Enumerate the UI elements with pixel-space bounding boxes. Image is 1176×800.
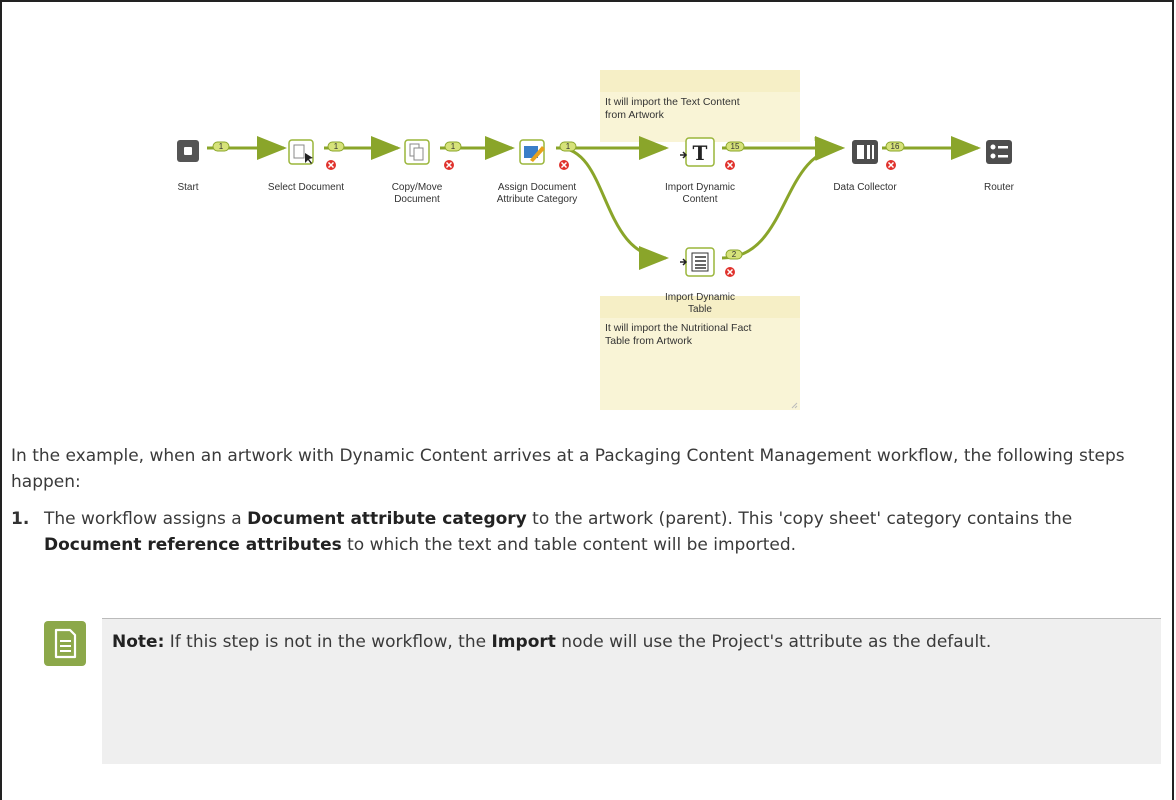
badge-count: 1 xyxy=(566,142,571,151)
node-label-select-document: Select Document xyxy=(267,182,345,193)
count-badge: 1 xyxy=(212,141,230,152)
node-label-data-collector: Data Collector xyxy=(833,182,897,193)
intro-paragraph: In the example, when an artwork with Dyn… xyxy=(11,446,1125,492)
sticky-line: Table from Artwork xyxy=(605,335,692,347)
label-line: Table xyxy=(688,304,712,315)
sticky-note-text: It will import the Nutritional Fact Tabl… xyxy=(600,318,800,352)
text-run: The workflow assigns a xyxy=(44,509,248,529)
sticky-note-text: It will import the Text Content from Art… xyxy=(600,92,800,126)
count-badge: 2 xyxy=(725,249,743,260)
note-label: Note: xyxy=(112,632,165,652)
count-badge: 16 xyxy=(885,141,905,152)
import-dynamic-table-node[interactable] xyxy=(680,247,715,277)
step-text: The workflow assigns a Document attribut… xyxy=(44,506,1154,558)
sticky-line: It will import the Nutritional Fact xyxy=(605,322,752,334)
assign-category-node[interactable] xyxy=(519,139,545,165)
start-node[interactable] xyxy=(177,140,199,162)
badge-count: 16 xyxy=(891,142,900,151)
workflow-canvas: T xyxy=(177,136,1012,409)
label-line: Assign Document xyxy=(497,182,577,193)
text-run: If this step is not in the workflow, the xyxy=(164,632,492,652)
sticky-note-text-content[interactable]: It will import the Text Content from Art… xyxy=(600,70,800,142)
note-box: Note: If this step is not in the workflo… xyxy=(102,618,1161,764)
note-callout: Note: If this step is not in the workflo… xyxy=(44,618,1161,764)
bold-term: Document reference attributes xyxy=(44,535,342,555)
node-label-import-table: Import Dynamic Table xyxy=(650,292,750,316)
badge-count: 1 xyxy=(219,142,224,151)
text-run: to the artwork (parent). This 'copy shee… xyxy=(526,509,1073,529)
count-badge: 1 xyxy=(559,141,577,152)
bold-term: Document attribute category xyxy=(247,509,527,529)
label-line: Content xyxy=(682,194,718,205)
import-dynamic-content-node[interactable]: T xyxy=(680,137,715,167)
select-document-node[interactable] xyxy=(288,139,314,165)
badge-count: 2 xyxy=(732,250,737,259)
resize-grip[interactable] xyxy=(791,402,798,409)
error-icon xyxy=(559,160,569,170)
label-line: Document xyxy=(394,194,440,205)
node-label-router: Router xyxy=(983,182,1014,193)
error-icon xyxy=(725,160,735,170)
error-icon xyxy=(444,160,454,170)
label-line: Copy/Move xyxy=(391,182,443,193)
text-run: to which the text and table content will… xyxy=(341,535,797,555)
sticky-line: from Artwork xyxy=(605,109,664,121)
text-run: node will use the Project's attribute as… xyxy=(555,632,992,652)
step-number: 1. xyxy=(11,509,30,529)
label-line: Attribute Category xyxy=(496,194,578,205)
svg-text:T: T xyxy=(693,141,708,165)
error-icon xyxy=(326,160,336,170)
label-line: Import Dynamic xyxy=(664,292,735,303)
count-badge: 1 xyxy=(444,141,462,152)
node-label-import-content: Import Dynamic Content xyxy=(650,182,750,206)
node-label-assign-category: Assign Document Attribute Category xyxy=(482,182,592,206)
node-label-copy-move: Copy/Move Document xyxy=(382,182,452,206)
connector[interactable] xyxy=(721,136,845,260)
workflow-diagram: It will import the Text Content from Art… xyxy=(177,70,1014,410)
router-node[interactable] xyxy=(986,140,1012,164)
sticky-note-header xyxy=(600,70,800,92)
note-icon xyxy=(44,621,86,666)
sticky-note-table[interactable]: It will import the Nutritional Fact Tabl… xyxy=(600,296,800,410)
badge-count: 15 xyxy=(731,142,740,151)
count-badge: 1 xyxy=(327,141,345,152)
label-line: Import Dynamic xyxy=(664,182,735,193)
badge-count: 1 xyxy=(451,142,456,151)
bold-term: Import xyxy=(491,632,556,652)
count-badge: 15 xyxy=(725,141,745,152)
connector[interactable] xyxy=(559,146,669,270)
error-icon xyxy=(886,160,896,170)
sticky-line: It will import the Text Content xyxy=(605,96,740,108)
note-text: Note: If this step is not in the workflo… xyxy=(112,629,1152,655)
badge-count: 1 xyxy=(334,142,339,151)
data-collector-node[interactable] xyxy=(852,140,878,164)
node-label-start: Start xyxy=(177,182,199,193)
sticky-note-header xyxy=(600,296,800,318)
error-icon xyxy=(725,267,735,277)
copy-move-document-node[interactable] xyxy=(404,139,430,165)
